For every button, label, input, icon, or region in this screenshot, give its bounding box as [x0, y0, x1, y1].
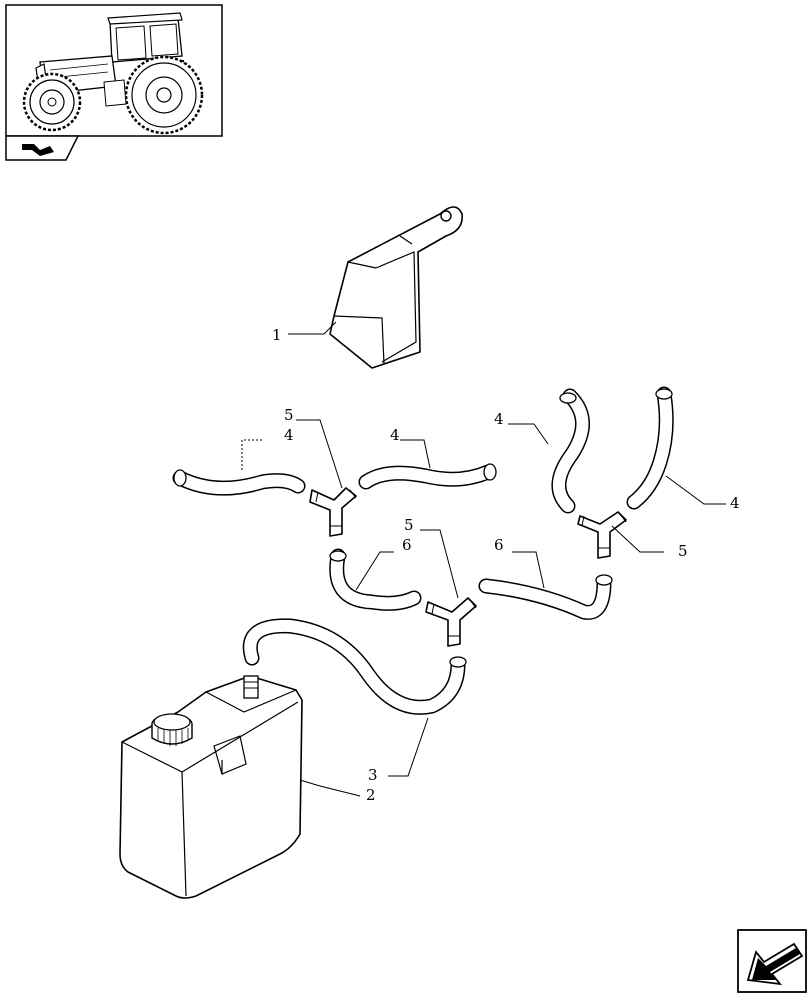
y-connector-right	[577, 511, 627, 559]
callout-5-center: 5	[404, 516, 414, 534]
callout-6-right: 6	[494, 536, 504, 554]
tank-outlet-fitting	[243, 675, 259, 699]
hose-4-upper-middle	[358, 464, 496, 490]
tractor-thumbnail[interactable]	[5, 4, 223, 137]
next-page-arrow-icon	[746, 942, 804, 986]
callout-4-left: 4	[284, 426, 294, 444]
tank-cap	[151, 713, 193, 746]
section-tab	[5, 135, 80, 161]
hose-6-left	[329, 548, 422, 611]
callout-3: 3	[368, 766, 378, 784]
hose-4-straight	[626, 386, 674, 510]
hose-4-curved	[551, 388, 590, 514]
callout-1: 1	[272, 326, 282, 344]
part-bracket	[329, 206, 463, 369]
y-connector-upper-left	[309, 487, 357, 537]
hose-3	[242, 618, 466, 715]
callout-4-middle: 4	[390, 426, 400, 444]
y-connector-center	[425, 597, 477, 647]
callout-5-right: 5	[678, 542, 688, 560]
tractor-icon	[22, 12, 204, 135]
hydraulic-section-icon	[22, 144, 54, 156]
callout-4-curved: 4	[494, 410, 504, 428]
leader-lines	[241, 321, 726, 797]
hose-4-upper-left	[172, 470, 306, 496]
part-reservoir-tank	[119, 675, 303, 899]
callout-4-right: 4	[730, 494, 740, 512]
callout-5-upper-left: 5	[284, 406, 294, 424]
hose-6-right	[478, 574, 612, 620]
callout-2: 2	[366, 786, 376, 804]
callout-labels: 1 2 3 4 4 4 4 5 5 5 6 6	[272, 326, 740, 804]
callout-6-left: 6	[402, 536, 412, 554]
hoses	[172, 386, 674, 715]
next-page-button[interactable]	[737, 929, 807, 993]
